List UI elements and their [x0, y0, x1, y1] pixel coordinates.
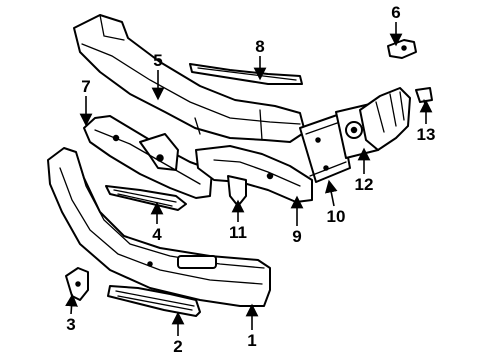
mounting-bracket — [195, 145, 313, 207]
callout-5: 5 — [153, 51, 162, 70]
callout-7: 7 — [81, 77, 90, 96]
isolator-mount — [335, 87, 411, 159]
callout-3: 3 — [66, 315, 75, 334]
trim-strip — [189, 63, 303, 85]
callout-labels: 1 2 3 4 5 6 7 8 9 10 11 12 13 — [66, 3, 435, 356]
callout-13: 13 — [417, 125, 436, 144]
callout-4: 4 — [152, 225, 162, 244]
bumper-cover-lower — [47, 147, 271, 307]
grille-strip — [105, 185, 187, 211]
callout-11: 11 — [229, 223, 247, 242]
callout-1: 1 — [247, 331, 256, 350]
callout-12: 12 — [355, 175, 374, 194]
corner-bracket — [65, 267, 89, 301]
lower-grille-strip — [107, 285, 201, 317]
callout-6: 6 — [391, 3, 400, 22]
callout-2: 2 — [173, 337, 182, 356]
leader-lines — [65, 22, 433, 336]
license-plate-bracket — [299, 113, 351, 183]
bolt — [415, 87, 433, 113]
callout-9: 9 — [292, 227, 301, 246]
callout-10: 10 — [327, 207, 346, 226]
impact-bar — [83, 115, 213, 199]
clip — [387, 39, 417, 59]
callout-8: 8 — [255, 37, 264, 56]
